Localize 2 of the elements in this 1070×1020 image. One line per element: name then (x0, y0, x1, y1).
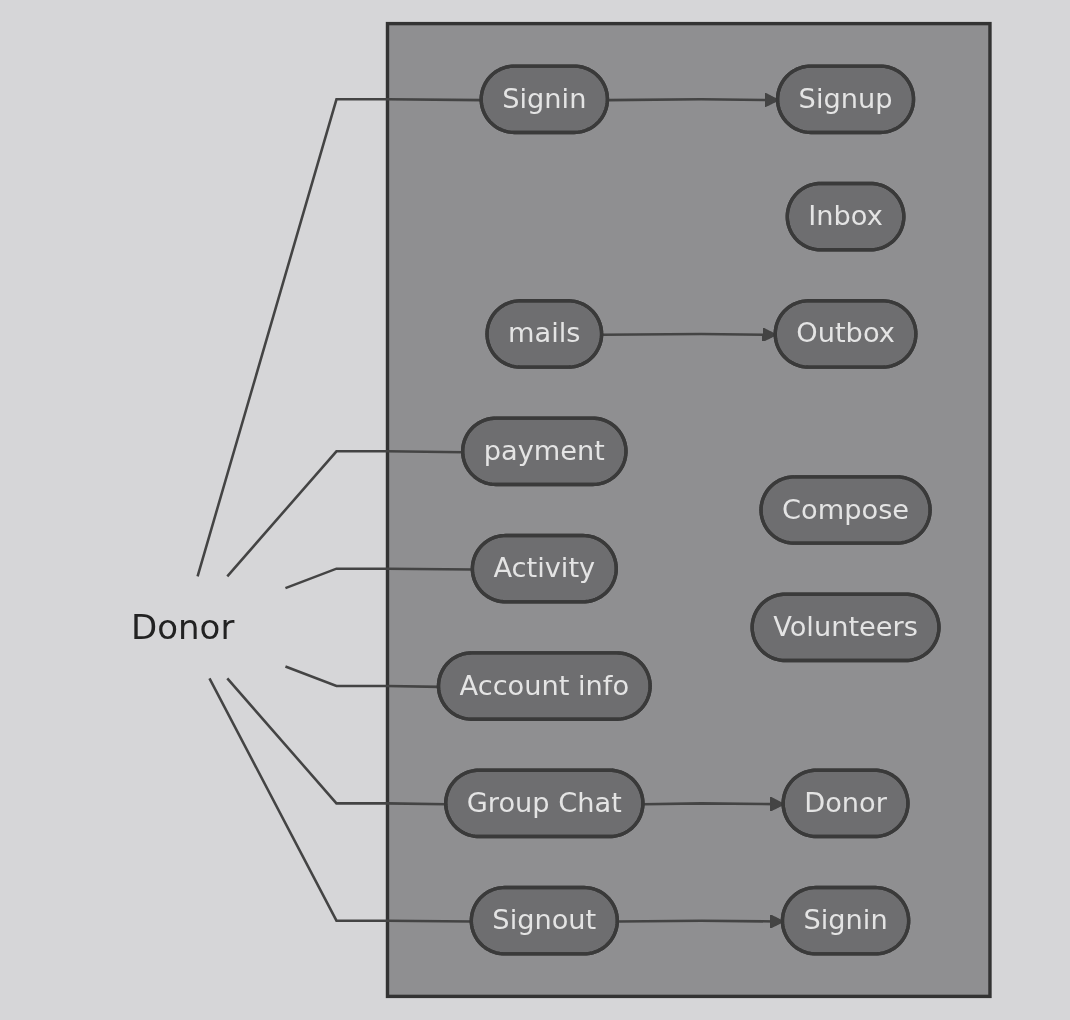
node-text: Donor (131, 606, 235, 648)
cluster (385, 21, 992, 999)
